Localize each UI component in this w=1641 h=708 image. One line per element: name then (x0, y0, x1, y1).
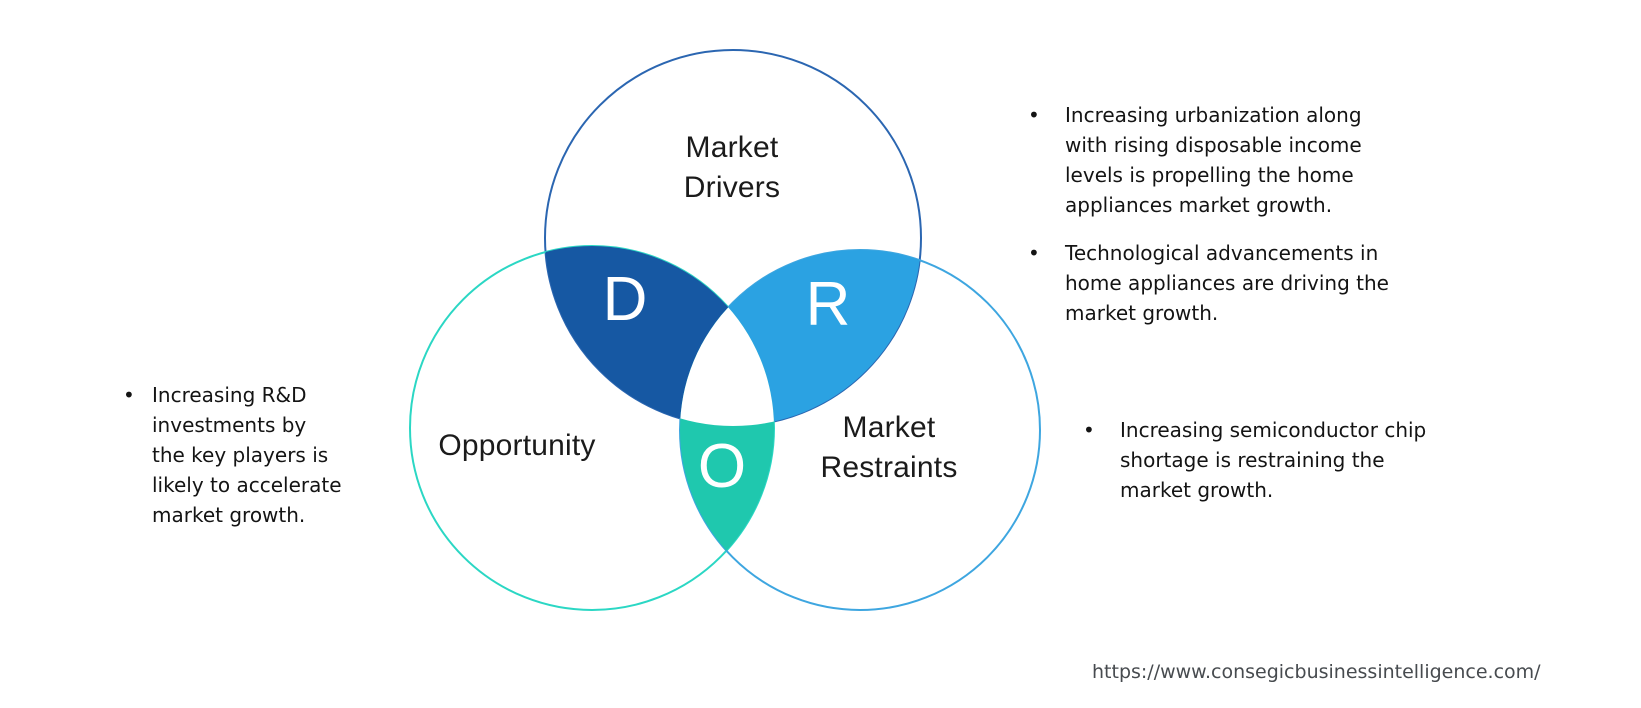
letter-d: D (602, 265, 648, 334)
drivers-restraints-lens (680, 250, 921, 426)
drivers-notes: • Increasing urbanization along with ris… (1026, 100, 1446, 328)
label-opportunity: Opportunity (438, 429, 596, 462)
list-item: • Increasing urbanization along with ris… (1026, 100, 1446, 220)
bullet-icon: • (1028, 241, 1040, 265)
restraints-notes: • Increasing semiconductor chip shortage… (1081, 415, 1501, 505)
driver-note-text: Increasing urbanization along with risin… (1065, 103, 1362, 217)
label-market-restraints: Market Restraints (820, 411, 958, 484)
letter-r: R (805, 270, 851, 339)
list-item: • Technological advancements in home app… (1026, 238, 1446, 328)
opportunity-notes: • Increasing R&D investments by the key … (121, 380, 421, 530)
drivers-opportunity-lens (545, 246, 774, 426)
bullet-icon: • (123, 383, 135, 407)
letter-o: O (697, 432, 747, 501)
source-url: https://www.consegicbusinessintelligence… (1092, 661, 1541, 683)
opportunity-note-text: Increasing R&D investments by the key pl… (152, 383, 342, 527)
bullet-icon: • (1083, 418, 1095, 442)
driver-note-text: Technological advancements in home appli… (1065, 241, 1389, 325)
bullet-icon: • (1028, 103, 1040, 127)
label-market-drivers: Market Drivers (683, 131, 781, 204)
restraint-note-text: Increasing semiconductor chip shortage i… (1120, 418, 1427, 502)
list-item: • Increasing R&D investments by the key … (121, 380, 421, 530)
list-item: • Increasing semiconductor chip shortage… (1081, 415, 1501, 505)
